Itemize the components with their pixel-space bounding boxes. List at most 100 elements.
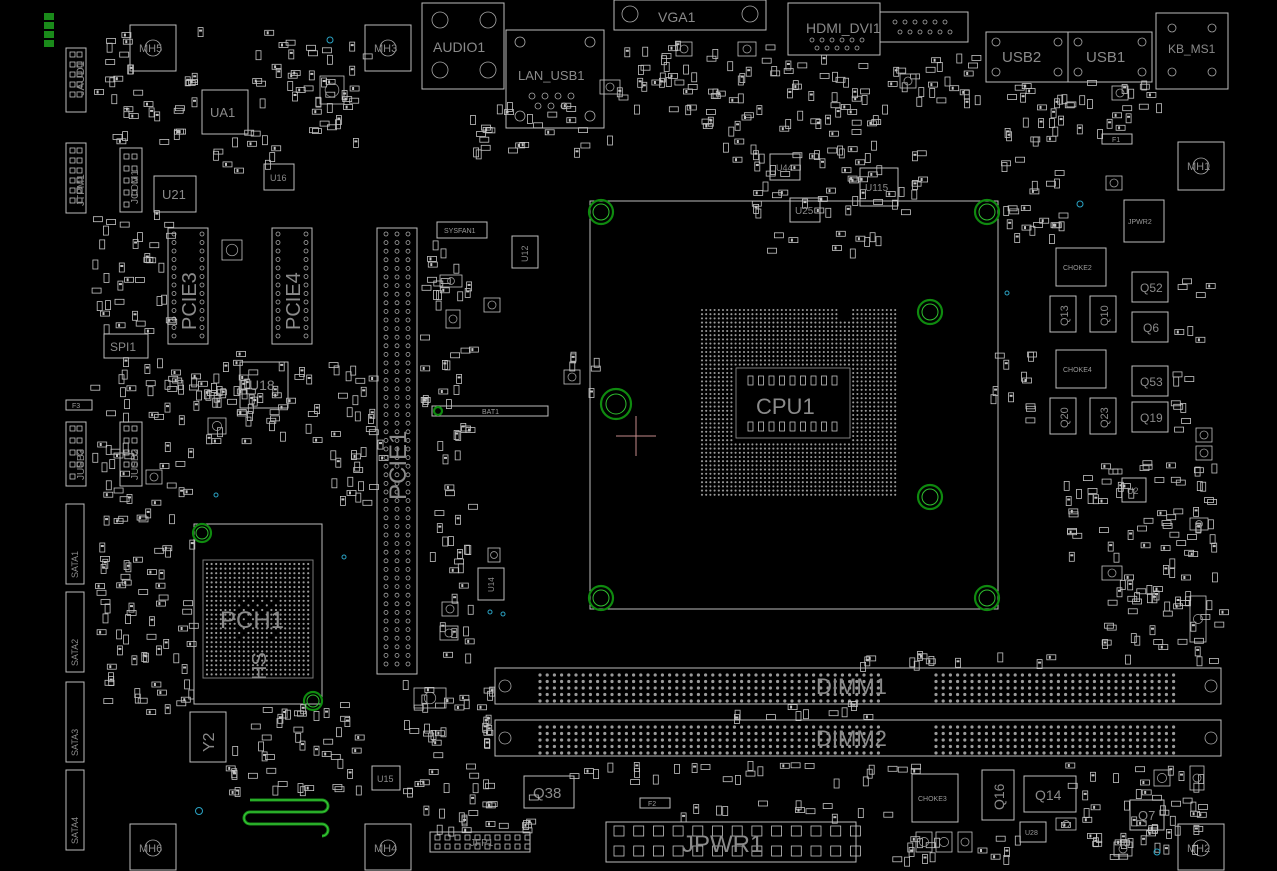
mount-hole-mh3[interactable]: MH3 <box>364 24 412 72</box>
chip-u12[interactable]: U12 <box>511 235 539 269</box>
u28-label: U28 <box>1025 830 1038 837</box>
mosfet-q20[interactable]: Q20 <box>1049 397 1077 435</box>
jcom-label: JCOM1 <box>130 170 141 204</box>
connector-kb-ms1[interactable]: KB_MS1 <box>1155 12 1229 90</box>
pcie1-label: PCIE1 <box>385 431 412 500</box>
jtpm-header[interactable]: JTPM1 <box>65 142 87 214</box>
jpwr1-label: JPWR1 <box>682 831 763 858</box>
f2-label: F2 <box>648 801 656 808</box>
connector-sata3[interactable]: SATA3 <box>65 681 85 763</box>
q6-label: Q6 <box>1143 321 1159 335</box>
crystal-y2[interactable]: Y2 <box>189 711 227 763</box>
mh2-label: MH2 <box>1187 843 1210 855</box>
mount-hole-mh5[interactable]: MH5 <box>129 24 177 72</box>
cpu1-label: CPU1 <box>756 394 815 419</box>
chip-u115[interactable]: U115 <box>859 167 899 207</box>
jaud-header[interactable]: JAUD1 <box>65 47 87 113</box>
chip-u2[interactable]: U2 <box>1121 477 1147 503</box>
mount-hole-mh6[interactable]: MH6 <box>129 823 177 871</box>
cpu-mount-holes <box>587 198 1001 612</box>
choke3[interactable]: CHOKE3 <box>911 773 959 823</box>
mh5-label: MH5 <box>139 43 162 55</box>
connector-vga1[interactable]: VGA1 <box>613 0 767 31</box>
dimm2-label: DIMM2 <box>816 726 887 751</box>
mosfet-q10[interactable]: Q10 <box>1089 295 1117 333</box>
slot-dimm2[interactable]: DIMM2 <box>494 719 1222 757</box>
mosfet-q38[interactable]: Q38 <box>523 775 575 809</box>
connector-sata1[interactable]: SATA1 <box>65 503 85 585</box>
u18-label: U18 <box>249 377 275 393</box>
mosfet-q13[interactable]: Q13 <box>1049 295 1077 333</box>
fan-header-sys[interactable]: SYSFAN1 <box>436 221 488 239</box>
jfp-label: JFP1 <box>470 838 494 849</box>
q7-label: Q7 <box>1138 808 1155 823</box>
mosfet-q19[interactable]: Q19 <box>1131 401 1169 433</box>
chip-pch1[interactable]: PCH1 HS <box>191 522 324 712</box>
battery-bat1[interactable]: BAT1 <box>431 405 549 417</box>
q16-label: Q16 <box>991 783 1007 810</box>
connector-sata4[interactable]: SATA4 <box>65 769 85 851</box>
slot-pcie1[interactable]: PCIE1 <box>376 227 418 675</box>
chip-u14[interactable]: U14 <box>477 567 505 601</box>
u115-label: U115 <box>865 183 889 194</box>
connector-lan-usb1[interactable]: LAN_USB1 <box>505 29 605 129</box>
fuse-f3[interactable]: F3 <box>65 399 93 411</box>
slot-pcie4[interactable]: PCIE4 <box>271 227 313 345</box>
u12-label: U12 <box>520 245 530 262</box>
mosfet-q16[interactable]: Q16 <box>981 769 1015 821</box>
sys-fan-label: SYSFAN1 <box>444 228 476 235</box>
u44-label: U44 <box>776 163 793 173</box>
jcom-header[interactable]: JCOM1 <box>119 147 143 213</box>
jusb3-header[interactable]: JUSB3 <box>65 421 87 487</box>
q23-label: Q23 <box>1099 407 1111 428</box>
chip-u28[interactable]: U28 <box>1019 821 1047 843</box>
mosfet-q14[interactable]: Q14 <box>1023 775 1077 813</box>
slot-pcie3[interactable]: PCIE3 <box>167 227 209 345</box>
chip-u15[interactable]: U15 <box>371 765 401 791</box>
chip-u16[interactable]: U16 <box>263 163 295 191</box>
lan-usb1-label: LAN_USB1 <box>518 68 584 83</box>
usb2-label: USB2 <box>1002 49 1041 66</box>
connector-jpwr1[interactable]: JPWR1 <box>605 821 861 863</box>
sata3-label: SATA3 <box>70 729 80 756</box>
u15-label: U15 <box>377 774 394 784</box>
pcie4-label: PCIE4 <box>283 272 305 330</box>
fuse-f1[interactable]: F1 <box>1101 133 1133 145</box>
f1-label: F1 <box>1112 137 1120 144</box>
mount-hole-mh1[interactable]: MH1 <box>1177 141 1225 191</box>
connector-audio1[interactable]: AUDIO1 <box>421 2 505 90</box>
mosfet-q52[interactable]: Q52 <box>1131 271 1169 303</box>
q10-label: Q10 <box>1099 305 1111 326</box>
mosfet-q6[interactable]: Q6 <box>1131 311 1169 343</box>
q52-label: Q52 <box>1140 281 1163 295</box>
mh1-label: MH1 <box>1187 161 1210 173</box>
choke2[interactable]: CHOKE2 <box>1055 247 1107 287</box>
kb-ms1-label: KB_MS1 <box>1168 42 1216 56</box>
cpu-socket-cpu1[interactable]: CPU1 <box>589 200 999 610</box>
chip-u44[interactable]: U44 <box>769 153 801 181</box>
mosfet-q53[interactable]: Q53 <box>1131 365 1169 397</box>
chip-u21[interactable]: U21 <box>153 175 197 213</box>
slot-dimm1[interactable]: DIMM1 <box>494 667 1222 705</box>
jpwr2-connector[interactable]: JPWR2 <box>1123 199 1165 243</box>
q13-label: Q13 <box>1059 305 1071 326</box>
jfp-header[interactable]: JFP1 <box>429 831 531 853</box>
jusb3-label: JUSB3 <box>76 448 87 480</box>
choke4-label: CHOKE4 <box>1063 367 1092 374</box>
fuse-f2[interactable]: F2 <box>639 797 671 809</box>
connector-sata2[interactable]: SATA2 <box>65 591 85 673</box>
antenna-trace <box>242 798 330 838</box>
jtpm-label: JTPM1 <box>76 174 87 206</box>
chip-u25[interactable]: U25 <box>789 197 821 223</box>
choke4[interactable]: CHOKE4 <box>1055 349 1107 389</box>
mosfet-q23[interactable]: Q23 <box>1089 397 1117 435</box>
connector-hdmi-dvi1[interactable]: HDMI_DVI1 <box>787 2 969 56</box>
q53-label: Q53 <box>1140 375 1163 389</box>
connector-usb1[interactable]: USB1 <box>1067 31 1153 83</box>
top-left-indicator <box>44 13 54 47</box>
mount-hole-mh4[interactable]: MH4 <box>364 823 412 871</box>
chip-ua1[interactable]: UA1 <box>201 89 249 135</box>
spi1-label: SPI1 <box>110 340 136 354</box>
u21-label: U21 <box>162 187 186 202</box>
